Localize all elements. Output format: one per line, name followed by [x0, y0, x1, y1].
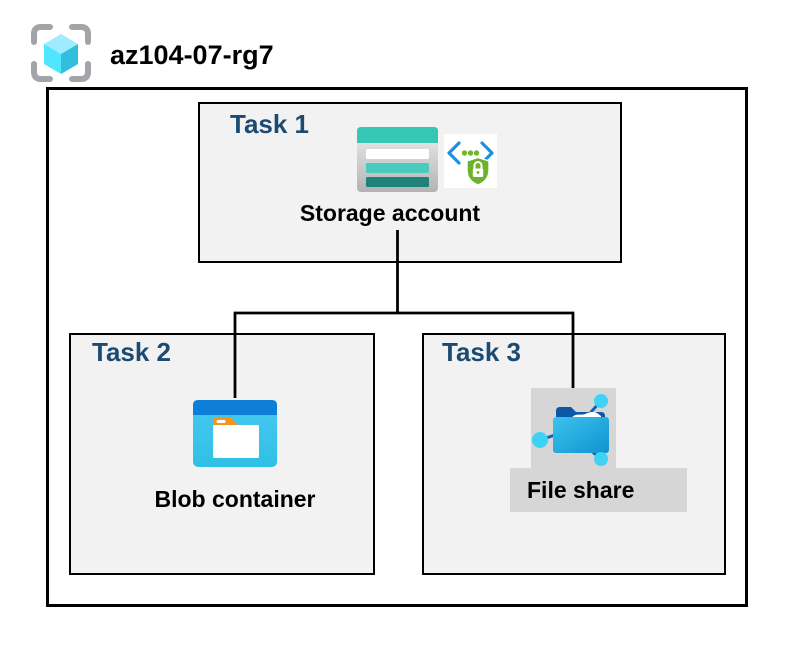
storage-account-label: Storage account	[299, 200, 481, 226]
resource-group-boundary	[46, 87, 748, 607]
file-share-label-highlight: File share	[510, 468, 687, 512]
resource-group-icon	[31, 24, 91, 82]
task1-label: Task 1	[230, 109, 310, 139]
file-share-label: File share	[527, 477, 635, 503]
task3-label: Task 3	[442, 337, 522, 367]
blob-container-label: Blob container	[154, 486, 316, 512]
resource-group-name: az104-07-rg7	[110, 39, 274, 70]
task2-label: Task 2	[92, 337, 172, 367]
blob-container-icon	[193, 400, 277, 467]
file-share-icon	[531, 388, 616, 468]
resource-group-header: az104-07-rg7	[30, 24, 274, 82]
sas-security-icon	[444, 134, 497, 188]
storage-account-icon	[357, 127, 438, 192]
